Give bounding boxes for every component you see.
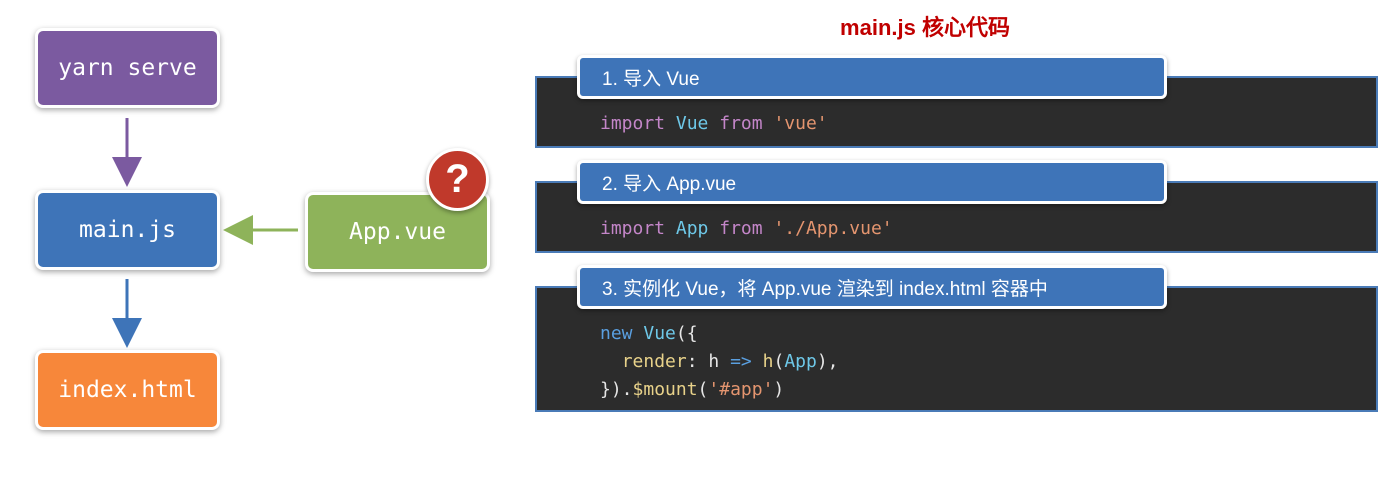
code-line-1: import Vue from 'vue': [600, 113, 828, 134]
step-header-1: 1. 导入 Vue: [577, 55, 1167, 99]
code-line-2: import App from './App.vue': [600, 218, 893, 239]
node-yarn-serve-label: yarn serve: [58, 55, 197, 81]
node-main-js-label: main.js: [79, 217, 176, 243]
panel-title: main.js 核心代码: [840, 15, 1010, 40]
question-mark-icon: ?: [426, 148, 489, 211]
code-block-3: new Vue({ render: h => h(App), }).$mount…: [600, 323, 839, 400]
node-app-vue-label: App.vue: [349, 219, 446, 245]
node-yarn-serve: yarn serve: [35, 28, 220, 108]
node-main-js: main.js: [35, 190, 220, 270]
step-header-2: 2. 导入 App.vue: [577, 160, 1167, 204]
node-index-html-label: index.html: [58, 377, 197, 403]
node-index-html: index.html: [35, 350, 220, 430]
step-header-3: 3. 实例化 Vue，将 App.vue 渲染到 index.html 容器中: [577, 265, 1167, 309]
